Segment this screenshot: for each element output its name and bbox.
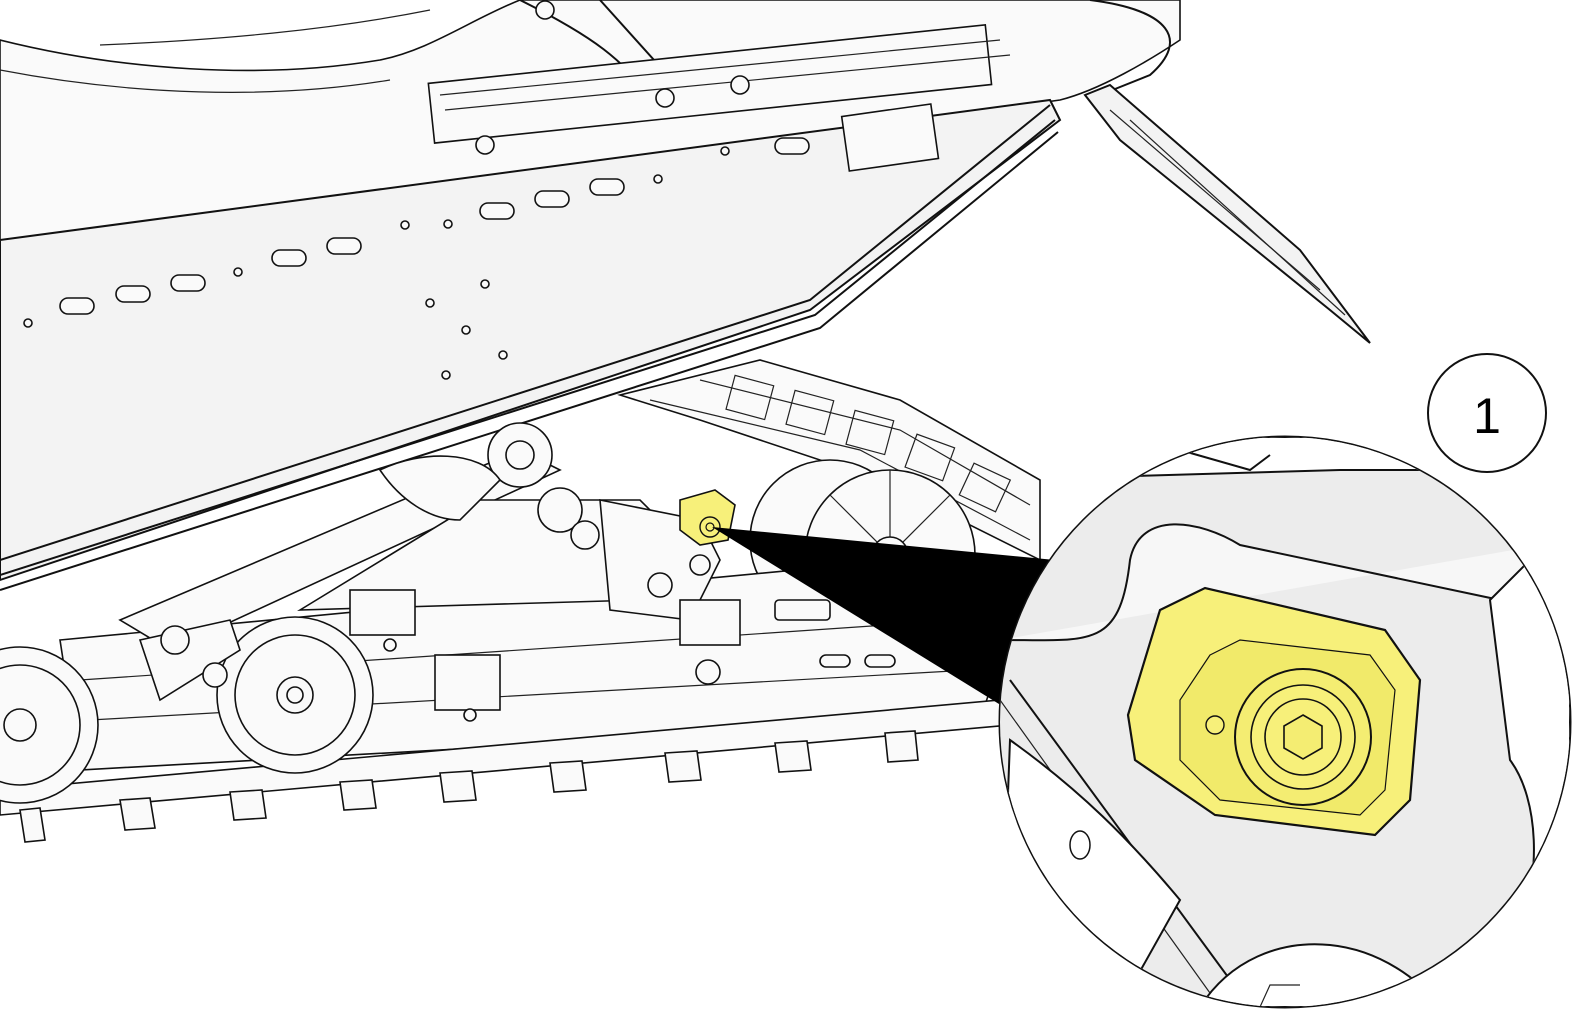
- leader-pointer: [712, 527, 1055, 712]
- highlighted-fastener-plate: [679, 489, 736, 546]
- seat-and-body: [0, 0, 1181, 251]
- callout-circle: [1427, 353, 1547, 473]
- track-lower: [0, 699, 1012, 843]
- tunnel-panel: [0, 98, 1062, 591]
- bogie-wheels: [0, 616, 374, 804]
- callout-number: 1: [1473, 388, 1501, 444]
- callout-marker: 1: [1427, 353, 1547, 473]
- snow-flap: [1083, 83, 1371, 344]
- magnified-detail-circle: [998, 435, 1572, 1009]
